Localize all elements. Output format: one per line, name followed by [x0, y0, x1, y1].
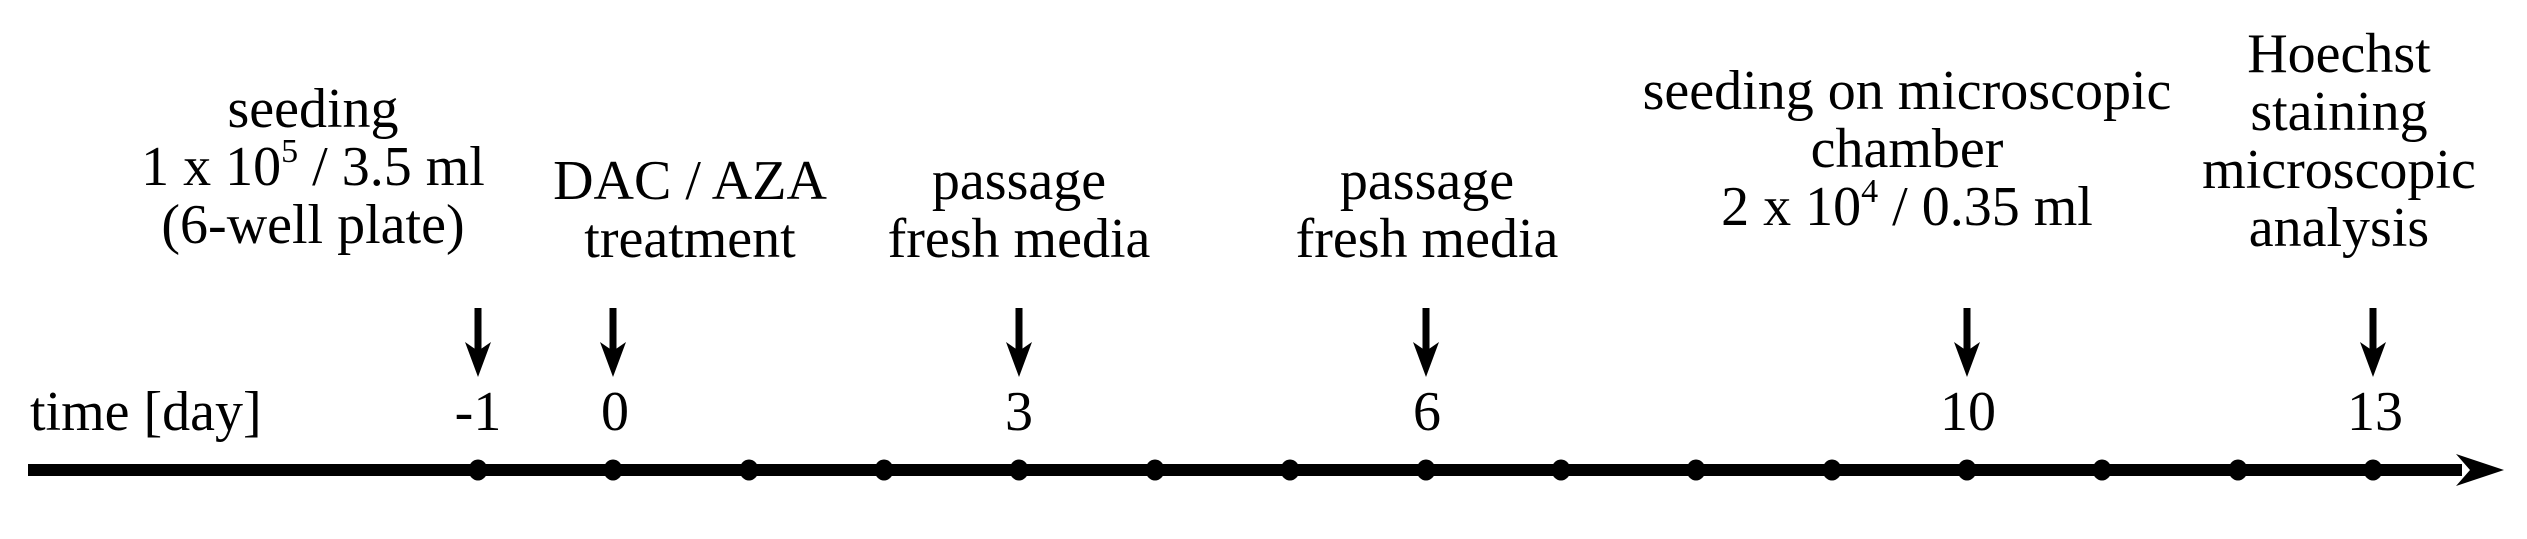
- event-label-passage-day-3: passage fresh media: [888, 152, 1151, 268]
- day-dot: [1686, 459, 1706, 481]
- event-down-arrow-icon: [2360, 308, 2386, 377]
- tick-label-day-10: 10: [1940, 381, 1996, 443]
- event-label-line: (6-well plate): [161, 194, 465, 256]
- day-dot: [1551, 459, 1571, 481]
- event-label-line: analysis: [2248, 197, 2430, 259]
- event-label-line: passage: [1339, 150, 1515, 212]
- day-dot: [1280, 459, 1300, 481]
- day-dot: [2363, 459, 2383, 481]
- event-label-line: 1 x 105 / 3.5 ml: [141, 135, 485, 198]
- event-label-line: staining: [2250, 81, 2428, 143]
- event-label-passage-day-6: passage fresh media: [1296, 152, 1559, 268]
- event-label-line: seeding: [227, 78, 399, 140]
- formula-superscript: 4: [1861, 173, 1879, 210]
- day-dot: [874, 459, 894, 481]
- event-label-seeding: seeding 1 x 105 / 3.5 ml (6-well plate): [141, 80, 485, 254]
- formula-base: / 0.35 ml: [1878, 176, 2093, 238]
- day-dot: [468, 459, 488, 481]
- event-label-line: 2 x 104 / 0.35 ml: [1643, 175, 2172, 238]
- formula-base: 1 x 10: [141, 136, 282, 198]
- event-down-arrow-icon: [1954, 308, 1980, 377]
- event-label-line: seeding on microscopic: [1642, 60, 2172, 122]
- tick-label-day-13: 13: [2347, 381, 2403, 443]
- event-label-line: treatment: [584, 208, 796, 270]
- event-label-line: chamber: [1810, 118, 2004, 180]
- day-dot: [739, 459, 759, 481]
- event-label-microscopic-chamber: seeding on microscopic chamber 2 x 104 /…: [1643, 62, 2172, 236]
- event-label-dac-aza-treatment: DAC / AZA treatment: [553, 152, 827, 268]
- tick-label-day--1: -1: [454, 381, 502, 443]
- event-down-arrow-icon: [1413, 308, 1439, 377]
- time-axis-arrowhead-icon: [2456, 454, 2504, 486]
- event-label-line: fresh media: [887, 208, 1151, 270]
- event-down-arrow-icon: [465, 308, 491, 377]
- day-dot: [2228, 459, 2248, 481]
- formula-superscript: 5: [281, 133, 299, 170]
- day-dot: [1416, 459, 1436, 481]
- day-dot: [1145, 459, 1165, 481]
- event-label-line: passage: [931, 150, 1107, 212]
- day-dot: [1009, 459, 1029, 481]
- event-label-line: DAC / AZA: [553, 150, 827, 212]
- event-label-line: microscopic: [2202, 139, 2476, 201]
- tick-label-day-6: 6: [1413, 381, 1441, 443]
- formula-base: / 3.5 ml: [298, 136, 485, 198]
- formula-base: 2 x 10: [1721, 176, 1862, 238]
- day-dot: [603, 459, 623, 481]
- event-down-arrow-icon: [600, 308, 626, 377]
- day-dot: [1957, 459, 1977, 481]
- tick-label-day-3: 3: [1005, 381, 1033, 443]
- event-label-hoechst-staining: Hoechst staining microscopic analysis: [2202, 25, 2476, 257]
- tick-label-day-0: 0: [601, 381, 629, 443]
- time-axis-label: time [day]: [30, 381, 262, 443]
- event-down-arrow-icon: [1006, 308, 1032, 377]
- event-label-line: Hoechst: [2247, 23, 2431, 85]
- day-dot: [2092, 459, 2112, 481]
- day-dot: [1822, 459, 1842, 481]
- event-label-line: fresh media: [1295, 208, 1559, 270]
